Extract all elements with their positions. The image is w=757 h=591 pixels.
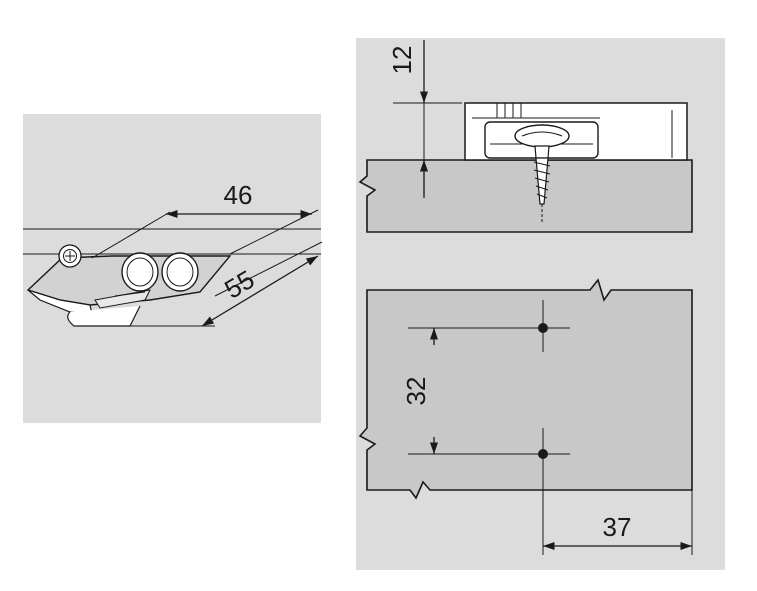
front-drilling-view: 32 37 bbox=[358, 278, 693, 555]
dimension-32: 32 bbox=[401, 328, 439, 454]
cabinet-board-section bbox=[358, 159, 693, 233]
dimension-label-37: 37 bbox=[603, 512, 632, 542]
screw-icon bbox=[58, 244, 82, 268]
cabinet-side-panel bbox=[358, 278, 693, 500]
dimension-label-46: 46 bbox=[224, 180, 253, 210]
screw-icon bbox=[514, 124, 570, 222]
dimension-37: 37 bbox=[543, 490, 693, 555]
drill-hole-icon bbox=[408, 428, 570, 555]
left-perspective-view: 46 55 bbox=[23, 114, 323, 423]
dimension-label-12: 12 bbox=[387, 46, 417, 75]
dimension-46: 46 bbox=[91, 180, 319, 259]
dimension-label-32: 32 bbox=[401, 377, 431, 406]
mounting-plate bbox=[26, 244, 232, 327]
dimension-12: 12 bbox=[387, 40, 465, 198]
right-technical-view: 12 32 bbox=[356, 38, 725, 570]
mounting-plate-side bbox=[464, 102, 688, 161]
dowel-icon bbox=[121, 252, 199, 292]
side-section-view: 12 bbox=[358, 40, 693, 233]
